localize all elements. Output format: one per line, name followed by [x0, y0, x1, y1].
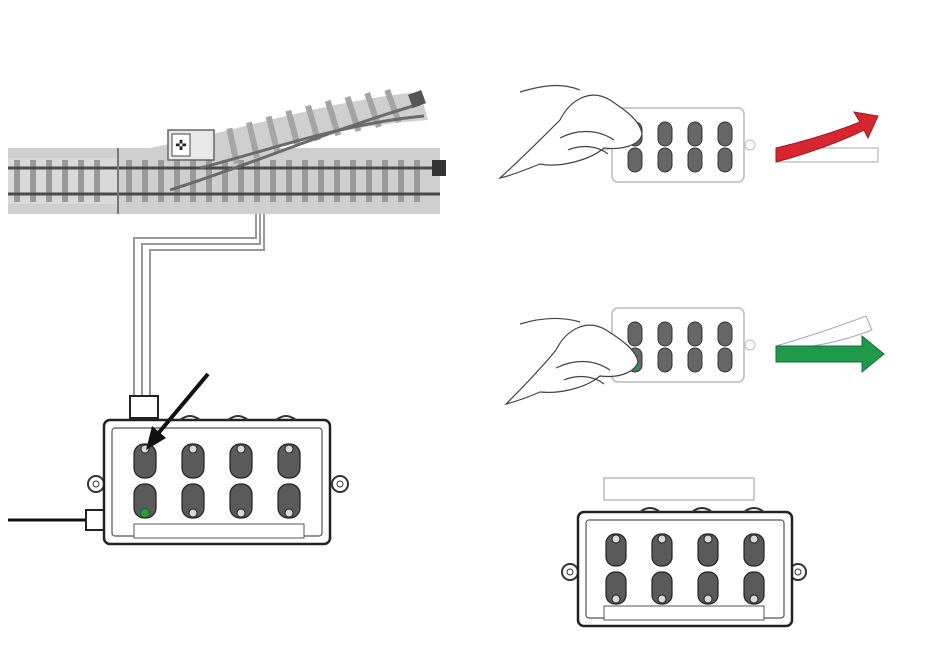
control-panel-label-view — [562, 478, 806, 626]
track-section: ✜ — [8, 89, 446, 398]
connection-cable — [134, 214, 264, 398]
point-motor: ✜ — [168, 130, 214, 160]
example-green-straight — [506, 308, 884, 404]
label-strip — [604, 478, 754, 500]
svg-text:✜: ✜ — [175, 138, 187, 154]
control-panel-main — [8, 374, 348, 544]
example-red-curved — [500, 86, 878, 182]
green-indicator-led — [141, 509, 150, 518]
